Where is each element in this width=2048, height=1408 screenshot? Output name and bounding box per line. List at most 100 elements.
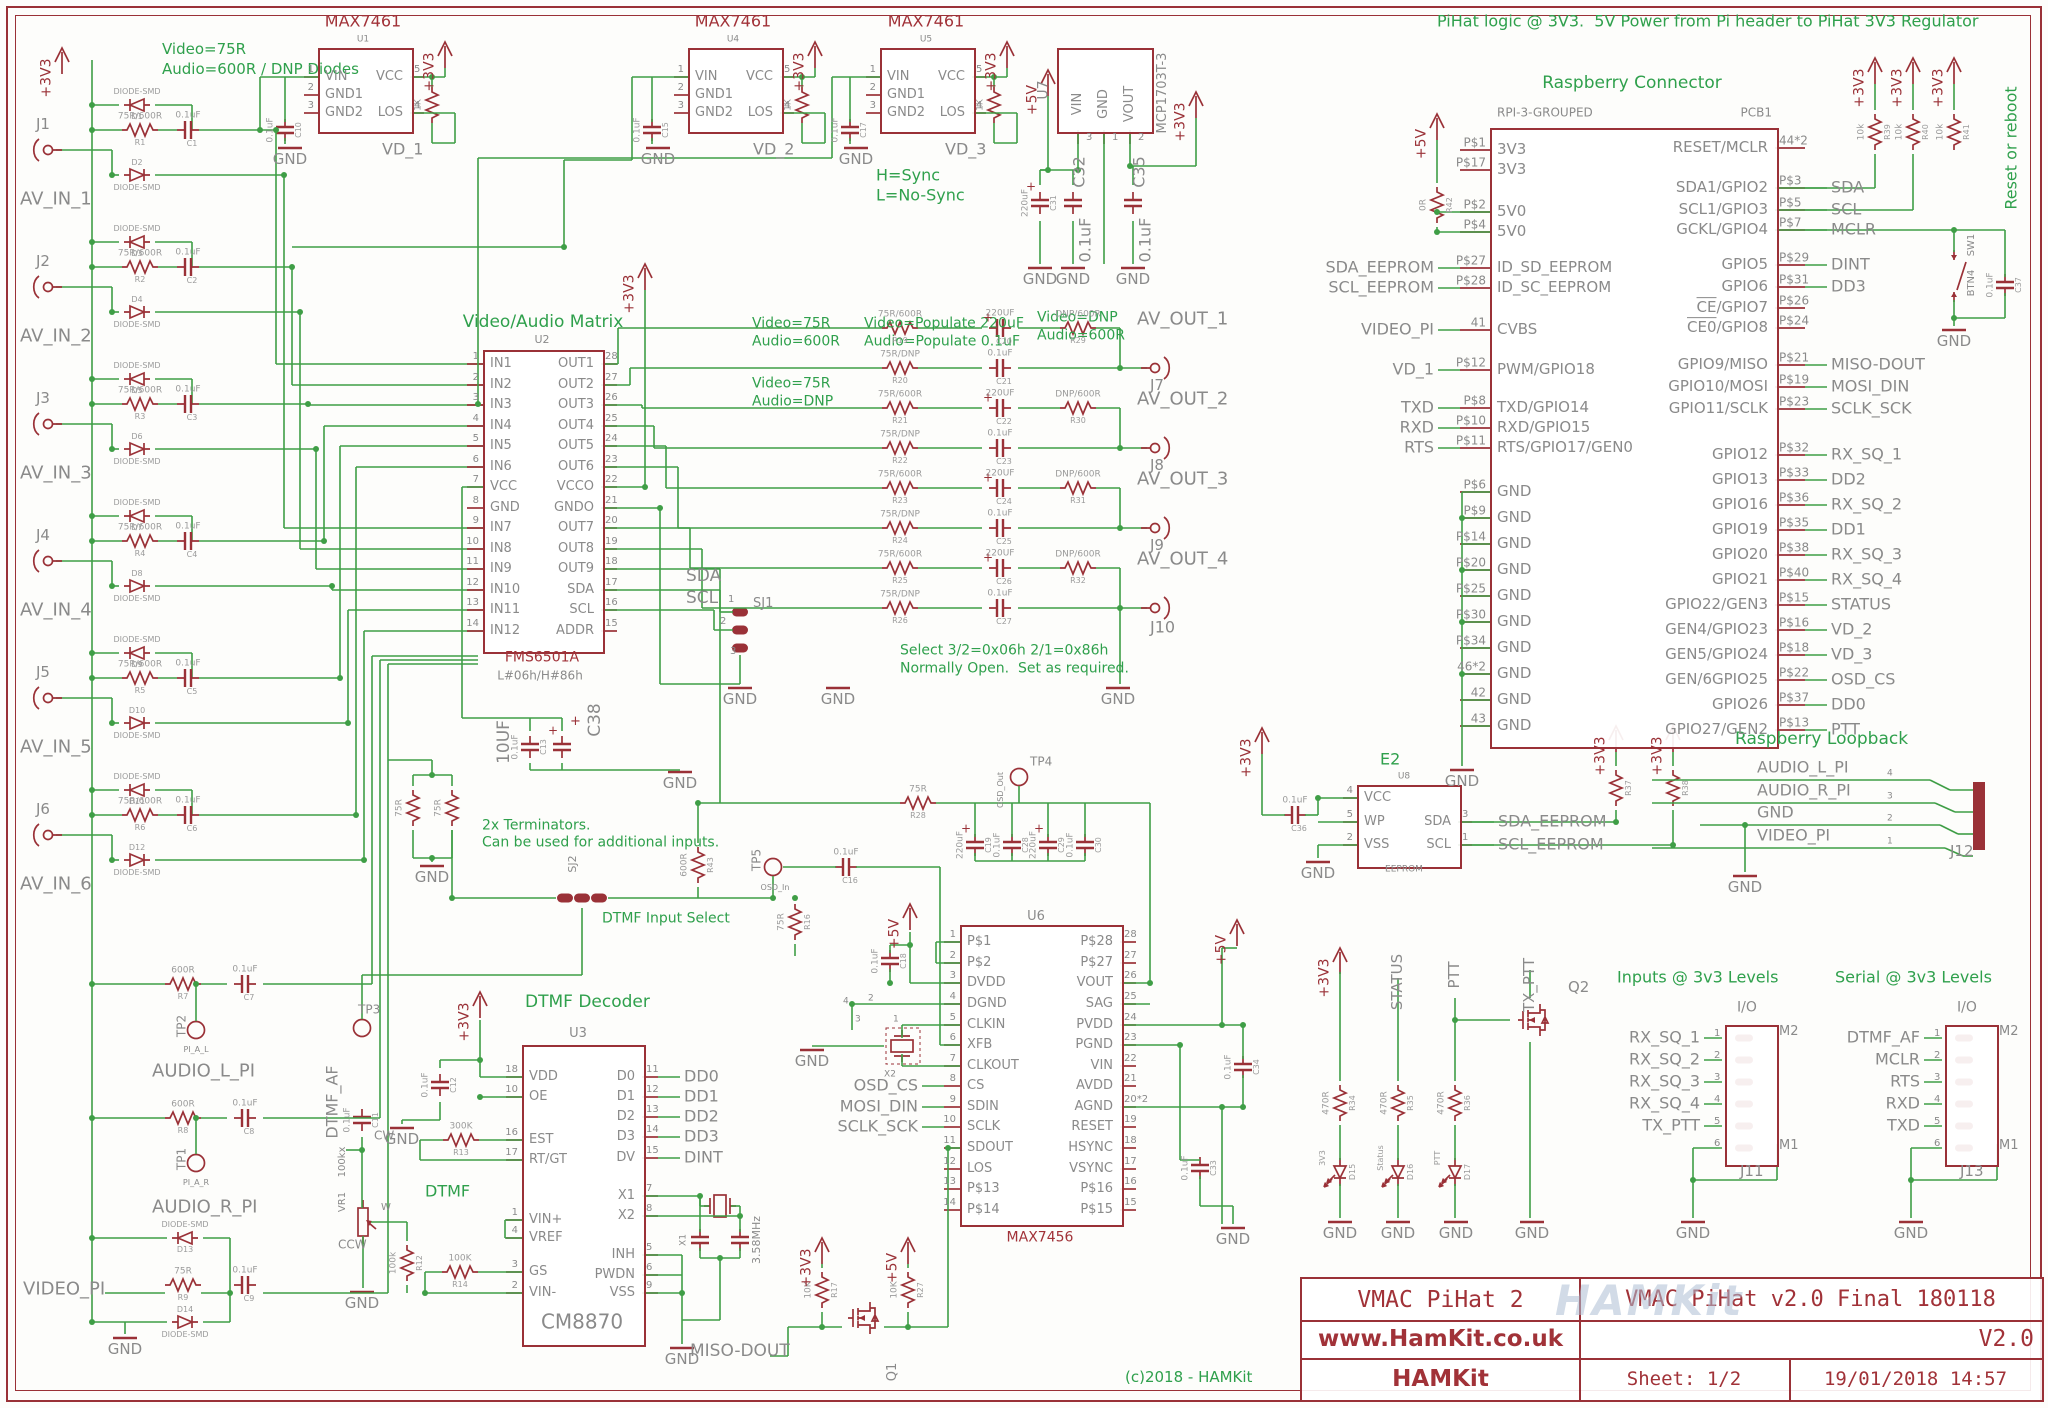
capacitor-C24 — [989, 479, 1011, 497]
sj1-pad — [732, 643, 748, 653]
capacitor-c — [691, 1229, 709, 1251]
net-label: 2 — [1934, 1049, 1941, 1061]
pin-number: 25 — [1124, 990, 1137, 1002]
testpoint — [1009, 767, 1029, 787]
junction-dot — [109, 583, 115, 589]
pin-name: D0 — [616, 1069, 635, 1085]
sj1-pad — [732, 625, 748, 635]
capacitor-ref: C13 — [538, 739, 548, 755]
connector-j6 — [32, 823, 62, 847]
ic-u6 — [960, 925, 1124, 1227]
pin-number: 5 — [414, 63, 421, 75]
pin-name: VIN — [887, 69, 910, 85]
pin-name: LOS — [377, 105, 403, 121]
net-label: L#06h/H#86h — [497, 668, 583, 683]
power-3v3-label: +3V3 — [1238, 738, 1255, 778]
junction-dot — [193, 981, 199, 987]
gnd-label: GND — [1893, 1224, 1929, 1243]
junction-dot — [1147, 980, 1153, 986]
resistor-ref: R24 — [892, 535, 908, 545]
junction-dot — [1908, 1177, 1914, 1183]
diode-type: DIODE-SMD — [113, 593, 161, 603]
pin-number: 4 — [511, 1224, 518, 1236]
pin-number: 1 — [949, 928, 956, 940]
pin-name: GND2 — [695, 105, 734, 121]
wire — [1934, 802, 1956, 813]
pin-name: IN7 — [490, 520, 512, 536]
led-ref: D16 — [1405, 1163, 1415, 1181]
net-label: 2 — [720, 615, 727, 627]
pin-name: GPIO5 — [1721, 255, 1768, 274]
pin-number: 21 — [605, 494, 618, 506]
net-label: MCLR — [1831, 219, 1877, 239]
capacitor-C23 — [989, 439, 1011, 457]
mosfet — [848, 1302, 880, 1334]
junction-dot — [227, 1290, 233, 1296]
net-label: TP4 — [1030, 754, 1053, 769]
diode-type: DIODE-SMD — [113, 182, 161, 192]
junction-dot — [449, 895, 455, 901]
diode-ref: D5 — [131, 385, 143, 395]
pin-name: OE — [529, 1089, 548, 1105]
led-D16 — [1381, 1158, 1406, 1188]
hamkit-watermark: HAMKit — [1555, 1276, 1744, 1325]
diode-D4 — [124, 304, 150, 320]
net-label: MISO-DOUT — [690, 1341, 790, 1362]
pin-number: 18 — [505, 1063, 518, 1075]
note: Video=75R — [752, 315, 831, 332]
net-label: MOSI_DIN — [839, 1096, 918, 1116]
pin-name: TXD/GPIO14 — [1497, 398, 1590, 417]
net-label: MISO-DOUT — [1831, 354, 1925, 374]
pin-number: 12 — [943, 1155, 956, 1167]
capacitor-value: 0.1uF — [232, 1098, 258, 1109]
junction-dot — [1045, 167, 1051, 173]
note: Serial @ 3v3 Levels — [1835, 967, 1992, 987]
net-label: J1 — [36, 115, 50, 134]
net-label: PTT — [1831, 719, 1860, 739]
pin-number: 17 — [505, 1146, 518, 1158]
net-label: J7 — [1150, 376, 1164, 395]
capacitor-ref: C37 — [2013, 277, 2023, 293]
diode-D10 — [124, 715, 150, 731]
diode-ref: D12 — [128, 842, 146, 852]
junction-dot — [695, 800, 701, 806]
junction-dot — [697, 1193, 703, 1199]
net-label: J13 — [1960, 1162, 1984, 1181]
pin-name: D1 — [616, 1089, 635, 1105]
pin-number: 26 — [1124, 969, 1137, 981]
pin-number: 15 — [605, 617, 618, 629]
pin-name: GPIO21 — [1712, 570, 1768, 589]
power-3v3-label: +3V3 — [38, 58, 55, 98]
pin-number: 2 — [511, 1279, 518, 1291]
power-3v3-arrow — [1332, 946, 1348, 974]
junction-dot — [1951, 315, 1957, 321]
net-label: TXD — [1886, 1115, 1920, 1135]
pin-name: SCL — [1426, 837, 1451, 853]
power-3v3-arrow — [1188, 90, 1204, 118]
power-3v3-label: +3V3 — [798, 1248, 815, 1288]
note: Select 3/2=0x06h 2/1=0x86h — [900, 642, 1109, 659]
pin-number: 2 — [1346, 831, 1353, 843]
diode-D12 — [124, 852, 150, 868]
junction-dot — [819, 1324, 825, 1330]
pin-name: 5V0 — [1497, 222, 1527, 241]
note: Reset or reboot — [2001, 86, 2021, 210]
junction-dot — [345, 720, 351, 726]
pin-name: SDA — [1424, 814, 1451, 830]
junction-dot — [991, 74, 997, 80]
pin-number: 8 — [472, 494, 479, 506]
resistor-R9 — [165, 1276, 201, 1294]
diode-ref: D11 — [128, 796, 146, 806]
pin-name: CE0/GPIO8 — [1687, 318, 1768, 337]
junction-dot — [905, 1324, 911, 1330]
pin-name: PGND — [1075, 1037, 1113, 1053]
connector-j5 — [32, 686, 62, 710]
power-3v3-arrow — [807, 40, 823, 68]
ic-u2 — [483, 350, 605, 654]
net-label: AV_OUT_2 — [1137, 388, 1229, 410]
net-label: RXD — [1885, 1093, 1920, 1113]
pin-number: P$5 — [1779, 195, 1802, 210]
pin-name: X2 — [617, 1208, 635, 1224]
resistor-value: 75R — [776, 913, 787, 931]
net-label: DINT — [684, 1147, 723, 1167]
